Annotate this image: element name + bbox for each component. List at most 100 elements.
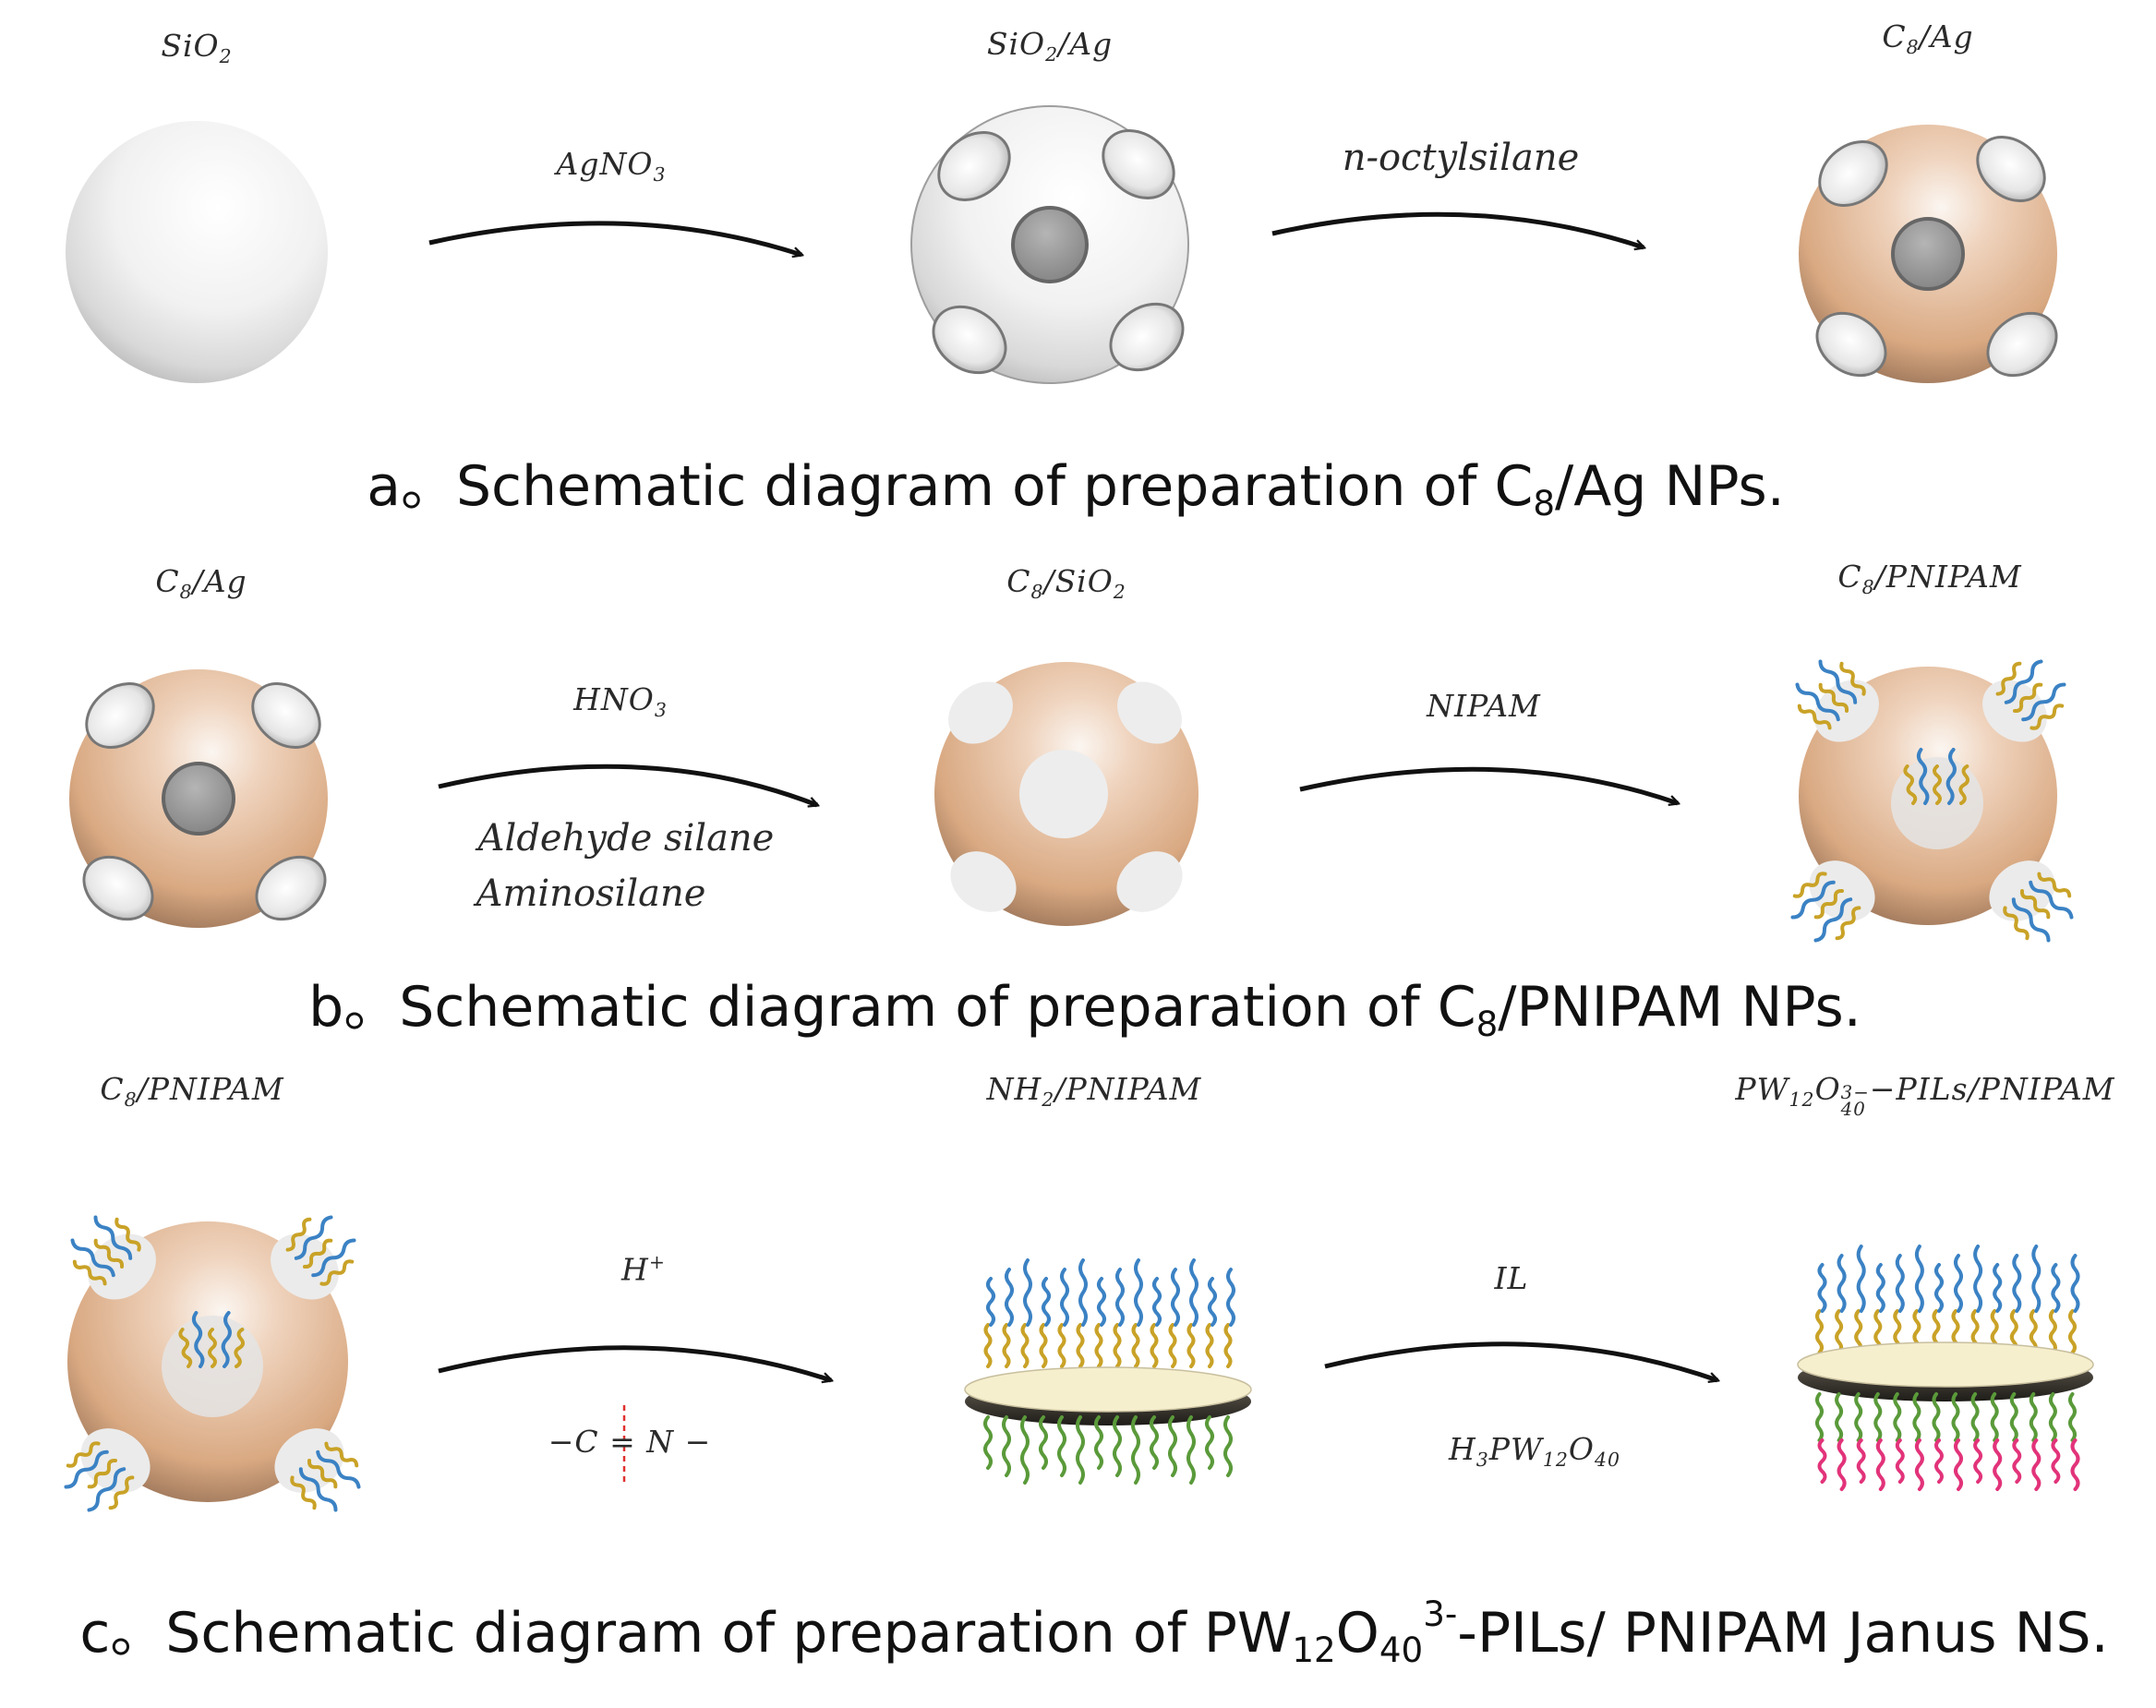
polymer-chain <box>2003 906 2030 941</box>
polymer-chain <box>1993 1438 2003 1491</box>
reagent-hno3: HNO3 <box>573 681 668 722</box>
polymer-chain <box>1934 1438 1944 1484</box>
polymer-chain <box>1094 1415 1103 1470</box>
sio2-sphere <box>66 121 328 383</box>
label-c8-pnipam-b: C8/PNIPAM <box>1837 559 2022 599</box>
polymer-chain <box>1131 1323 1140 1368</box>
c8-pnipam-particle-b <box>1790 659 2074 943</box>
polymer-chain <box>2004 659 2043 704</box>
polymer-chain <box>307 1459 338 1489</box>
polymer-chain <box>1873 1392 1883 1442</box>
polymer-chain <box>1914 1245 1924 1313</box>
polymer-chain <box>1856 1438 1866 1484</box>
polymer-chain <box>2037 872 2072 898</box>
polymer-chain <box>2012 1438 2022 1484</box>
polymer-chain <box>1205 1323 1214 1368</box>
bond-label: −C = N − <box>548 1424 712 1460</box>
polymer-chain <box>2012 1254 2022 1313</box>
polymer-chain <box>1990 1392 1999 1442</box>
label-c8-pnipam-c: C8/PNIPAM <box>100 1071 284 1112</box>
polymer-chain <box>1837 1254 1847 1313</box>
caption-b: b。Schematic diagram of preparation of C8… <box>308 975 1861 1045</box>
polymer-chain <box>2011 897 2051 943</box>
arrow-b2 <box>1299 766 1678 803</box>
polymer-chain <box>1875 1263 1885 1313</box>
arrow-b1 <box>438 764 817 805</box>
chains-upper-pw <box>1815 1245 2080 1354</box>
polymer-chain <box>1076 1323 1085 1368</box>
polymer-chain <box>1932 1392 1941 1442</box>
polymer-chain <box>316 1449 361 1489</box>
polymer-chain <box>1223 1415 1233 1477</box>
label-c8-ag-a: C8/Ag <box>1882 18 1974 59</box>
polymer-chain <box>1854 1392 1863 1442</box>
polymer-chain <box>1039 1415 1048 1470</box>
polymer-chain <box>1958 764 1970 805</box>
polymer-chain <box>1893 1392 1902 1442</box>
polymer-chain <box>986 1277 995 1327</box>
polymer-chain <box>2031 1438 2042 1491</box>
polymer-chain <box>1134 1258 1143 1327</box>
polymer-chain <box>1914 1438 1924 1491</box>
polymer-chain <box>1815 1309 1824 1354</box>
polymer-chain <box>87 1458 117 1489</box>
polymer-chain <box>1835 1392 1844 1442</box>
reagent-h-plus: H+ <box>621 1251 666 1288</box>
polymer-chain <box>1205 1415 1214 1470</box>
polymer-chain <box>1208 1277 1217 1327</box>
polymer-chain <box>1005 1268 1014 1327</box>
polymer-chain <box>2070 1438 2080 1491</box>
polymer-chain <box>1152 1277 1162 1327</box>
polymer-chain <box>1875 1438 1885 1491</box>
polymer-chain <box>298 1467 338 1512</box>
caption-c: c。Schematic diagram of preparation of PW… <box>79 1594 2109 1671</box>
polymer-chain <box>2029 1309 2038 1354</box>
reagent-aminosilane: Aminosilane <box>476 872 706 915</box>
caption-a: a。Schematic diagram of preparation of C8… <box>367 454 1785 524</box>
polymer-chain <box>2019 889 2051 920</box>
polymer-chain <box>66 1441 101 1468</box>
polymer-chain <box>1837 1438 1847 1491</box>
polymer-chain <box>1186 1323 1196 1368</box>
polymer-chain <box>303 1238 333 1269</box>
polymer-chain <box>1973 1245 1983 1313</box>
polymer-chain <box>1839 661 1866 696</box>
polymer-chain <box>1813 888 1844 920</box>
polymer-chain <box>2009 1392 2018 1442</box>
polymer-chain <box>178 1328 193 1368</box>
polymer-chain <box>93 1238 125 1269</box>
c8-ag-particle-b <box>69 669 328 928</box>
polymer-chain <box>1854 1309 1863 1354</box>
polymer-chain <box>1226 1268 1235 1327</box>
polymer-chain <box>1002 1323 1011 1368</box>
polymer-chain <box>2051 1438 2061 1484</box>
polymer-chain <box>1150 1415 1159 1470</box>
polymer-chain <box>2048 1309 2057 1354</box>
polymer-chain <box>1995 661 2022 696</box>
c8-sio2-particle <box>934 662 1198 926</box>
label-sio2-ag: SiO2/Ag <box>986 26 1114 66</box>
polymer-chain <box>1951 1392 1960 1442</box>
polymer-chain <box>2048 1392 2057 1442</box>
polymer-chain <box>72 1259 107 1286</box>
polymer-chain <box>1934 1263 1944 1313</box>
sio2-ag-particle <box>910 105 1189 384</box>
polymer-chain <box>2068 1392 2077 1442</box>
polymer-chain <box>1186 1415 1196 1485</box>
polymer-chain <box>1835 1309 1844 1354</box>
polymer-chain <box>1023 1258 1032 1327</box>
reagent-aldehyde-silane: Aldehyde silane <box>477 817 775 860</box>
polymer-chain <box>1903 764 1918 805</box>
polymer-chain <box>1042 1277 1051 1327</box>
polymer-chain <box>2031 1245 2042 1313</box>
polymer-chain <box>1060 1268 1069 1327</box>
polymer-chain <box>1933 764 1942 805</box>
c8-pnipam-particle-c <box>64 1215 361 1512</box>
polymer-chain <box>1818 682 1849 713</box>
polymer-chain <box>1813 897 1853 943</box>
polymer-chain <box>234 1328 246 1368</box>
polymer-chain <box>1895 1254 1905 1313</box>
polymer-chain <box>1189 1258 1198 1327</box>
